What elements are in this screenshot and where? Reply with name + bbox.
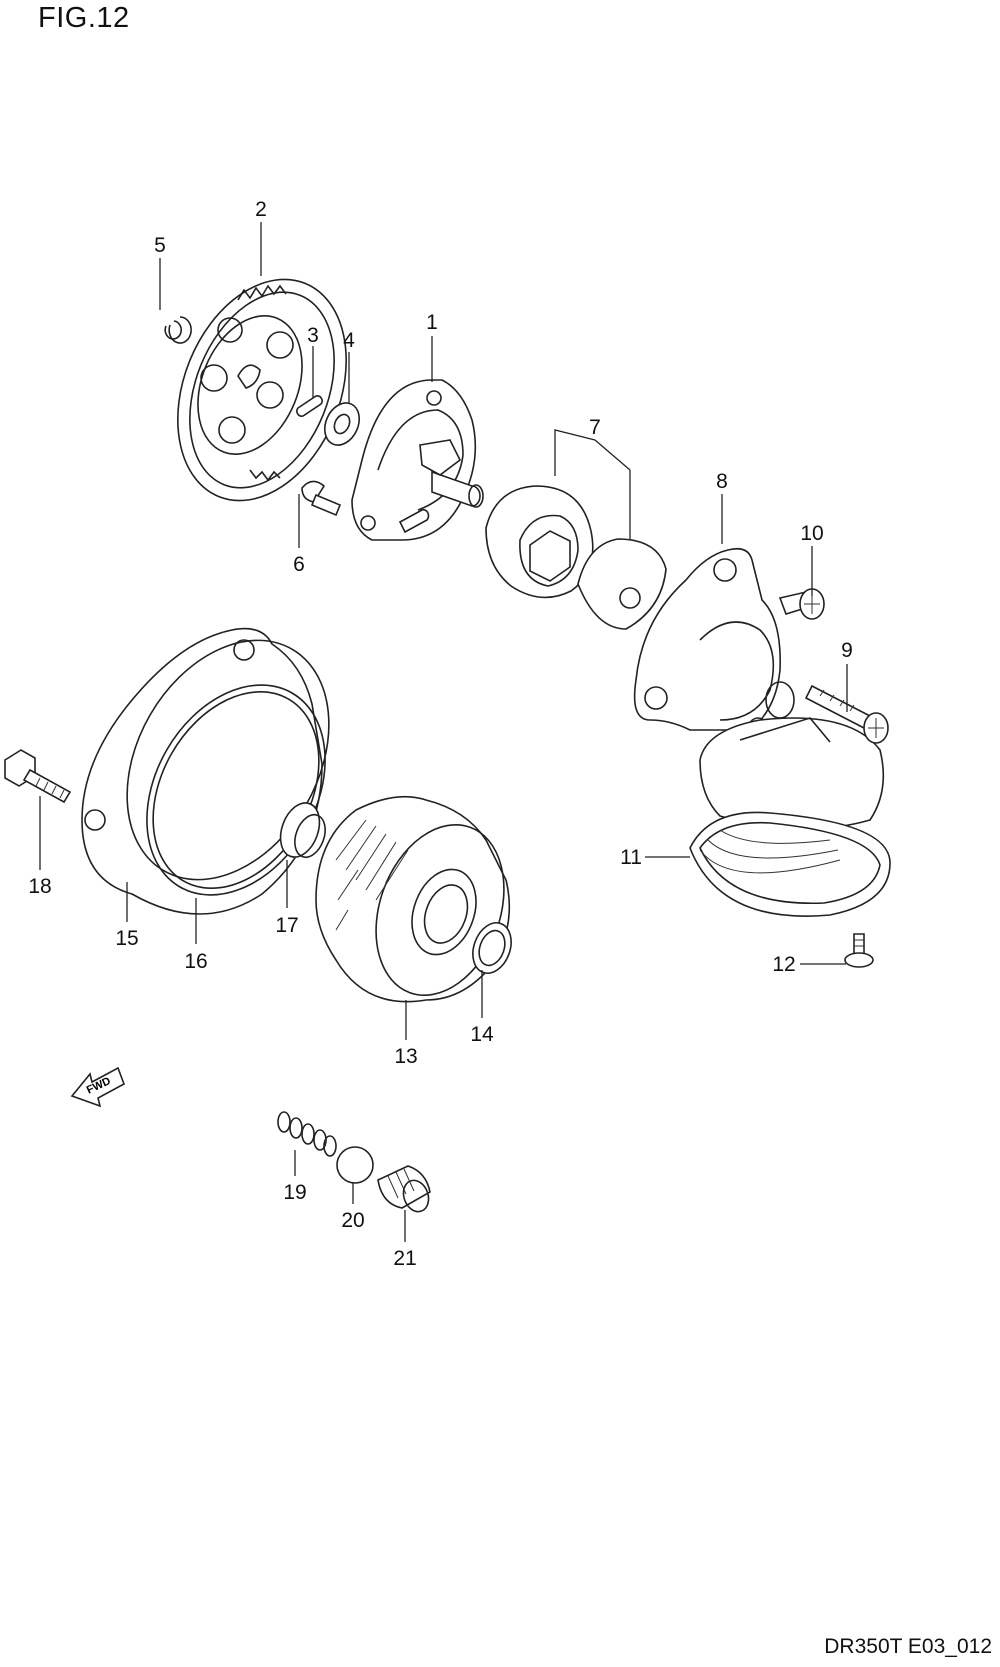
- driven-gear: [177, 278, 347, 502]
- callout-5: 5: [154, 234, 166, 257]
- callout-14: 14: [470, 1023, 494, 1046]
- callout-20: 20: [341, 1209, 364, 1232]
- callout-13: 13: [394, 1045, 417, 1068]
- oil-filter: [315, 795, 511, 1003]
- callout-9: 9: [841, 639, 853, 662]
- callout-15: 15: [115, 927, 138, 950]
- callout-2: 2: [255, 198, 267, 221]
- leader-lines: [39, 222, 848, 1242]
- screw: [301, 480, 342, 517]
- o-ring-small: [279, 802, 326, 859]
- strainer-bolt: [844, 933, 874, 968]
- strainer-housing: [633, 547, 885, 830]
- callout-6: 6: [293, 553, 305, 576]
- cover-bolt: [4, 749, 72, 804]
- callout-4: 4: [343, 329, 355, 352]
- relief-plug: [377, 1165, 431, 1213]
- oil-strainer: [689, 811, 891, 917]
- callout-16: 16: [184, 950, 207, 973]
- callout-labels: 2 5 3 4 1 6 7 8 10 9 11 12 13 14 15 16 1…: [28, 198, 853, 1270]
- pin: [296, 395, 323, 417]
- callout-11: 11: [620, 846, 642, 869]
- callout-19: 19: [283, 1181, 306, 1204]
- circlip: [164, 316, 192, 344]
- rotor-set: [485, 485, 667, 630]
- callout-21: 21: [393, 1247, 416, 1270]
- callout-18: 18: [28, 875, 51, 898]
- relief-spring: [277, 1111, 337, 1157]
- fwd-arrow-icon: FWD: [70, 1066, 125, 1108]
- oil-pump-body: [351, 379, 484, 541]
- callout-3: 3: [307, 324, 319, 347]
- callout-17: 17: [275, 914, 298, 937]
- housing-bolt: [804, 684, 889, 744]
- figure-title: FIG.12: [38, 2, 130, 34]
- callout-7: 7: [589, 416, 601, 439]
- callout-10: 10: [800, 522, 823, 545]
- callout-1: 1: [426, 311, 438, 334]
- callout-8: 8: [716, 470, 728, 493]
- housing-screw: [778, 588, 825, 620]
- washer: [323, 402, 361, 446]
- relief-ball: [336, 1146, 374, 1184]
- diagram-code: DR350T E03_012: [824, 1635, 992, 1658]
- callout-12: 12: [772, 953, 795, 976]
- filter-o-ring: [472, 922, 512, 974]
